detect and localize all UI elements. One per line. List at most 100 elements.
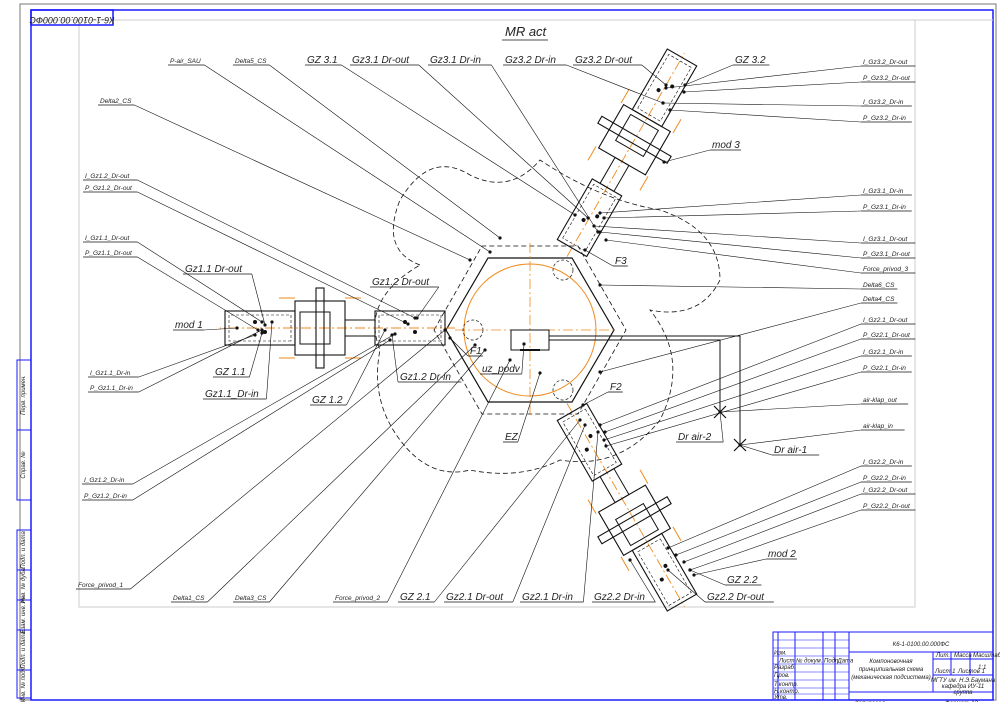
title-block-text: Масса (954, 653, 972, 659)
leader-dot (664, 83, 668, 87)
leader-dot (661, 101, 665, 105)
cylinder-outer (224, 310, 296, 346)
leader-line (418, 64, 589, 219)
title-block-text: Разраб. (774, 665, 796, 671)
callout-label: P_Gz2.1_Dr-out (863, 332, 911, 339)
leader-line (132, 339, 391, 501)
callout-label: P_Gz2.2_Dr-out (863, 503, 911, 510)
title-block-text: Лит. (935, 653, 950, 659)
leader-line (693, 558, 767, 576)
callout-label: I_Gz1.1_Dr-out (85, 235, 131, 242)
leader-line (137, 241, 263, 323)
callout-label: F2 (610, 382, 622, 393)
callout-label: P_Gz1.2_Dr-out (85, 185, 133, 192)
doc-number-rotated: К6-1-0100.00.000ФС (29, 15, 115, 25)
platform-outline-dashed (433, 245, 627, 415)
leader-line (684, 64, 734, 86)
joint-circle (462, 319, 484, 341)
callout-label: Delta4_CS (863, 296, 895, 303)
leader-line (137, 179, 416, 319)
title-block-text: (механическая подсистема) (851, 675, 931, 681)
leader-line (203, 327, 238, 331)
leader-line (517, 372, 541, 443)
leader-line (512, 424, 586, 603)
leader-dot (592, 224, 596, 228)
callout-label: P-air_SAU (170, 58, 201, 65)
title-block-text: 1:1 (978, 665, 986, 671)
cylinder-hatch (562, 183, 617, 252)
module-3 (556, 48, 698, 258)
callout-label: Force_privod_1 (78, 582, 124, 589)
leader-dot (598, 230, 602, 234)
leader-line (434, 419, 581, 603)
title-block-text: Н.контр. (774, 689, 799, 695)
leader-line (599, 323, 862, 426)
leader-dot (388, 338, 392, 342)
cylinder-hatch (378, 314, 442, 342)
leader-dot (415, 316, 419, 320)
orange-mark (639, 176, 649, 191)
sheet-border (19, 3, 997, 701)
orange-mark (672, 118, 682, 134)
leader-line (675, 481, 862, 556)
cylinder-outer (631, 532, 698, 612)
callout-label: Delta6_CS (863, 282, 895, 289)
callout-label: GZ 3.1 (307, 55, 338, 66)
cylinder-hatch (637, 538, 692, 606)
title-block-cell (932, 651, 994, 693)
callout-label: F1 (470, 346, 482, 357)
callout-label: I_Gz2.2_Dr-out (863, 487, 909, 494)
drawing-frame (30, 9, 994, 701)
title-block-text: кафедра ИУ-11 (942, 684, 985, 690)
leader-line (582, 391, 609, 406)
leader-line (662, 102, 862, 107)
leader-line (251, 273, 266, 326)
leader-dot (668, 108, 672, 112)
callout-label: I_Gz1.2_Dr-in (84, 477, 125, 484)
cylinder-hatch (562, 408, 617, 477)
leader-dot (598, 423, 602, 427)
leader-line (719, 411, 724, 443)
callout-label: P_Gz1.1_Dr-in (90, 385, 133, 392)
title-block-text: № докум. (796, 658, 822, 665)
callout-label: Gz1.2 Dr-in (400, 372, 451, 383)
title-block-text: Лист (778, 659, 794, 665)
flange-plate (315, 287, 325, 369)
callout-label: P_Gz3.2_Dr-out (863, 75, 911, 82)
air-line-1 (549, 335, 741, 445)
title-block-text: группа (953, 690, 973, 696)
leader-line (665, 65, 862, 89)
leader-line (593, 225, 862, 244)
callout-label: air-klap_in (863, 423, 893, 430)
leader-line (641, 64, 667, 86)
leader-dot (664, 86, 668, 90)
leader-dot (583, 248, 587, 252)
callout-label: I_Gz3.1_Dr-in (863, 188, 904, 195)
callout-label: Delta5_CS (235, 58, 267, 65)
piston (299, 311, 331, 345)
sensor-point (656, 88, 661, 93)
sensor-point (670, 84, 675, 89)
callout-label: I_Gz3.2_Dr-out (863, 59, 909, 66)
callout-label: P_Gz1.2_Dr-in (84, 493, 127, 500)
callout-label: P_Gz2.2_Dr-in (863, 475, 906, 482)
title-block-text: Масштаб (973, 653, 1000, 659)
leader-dot (270, 320, 274, 324)
title-block-text: принципиальная схема (859, 667, 924, 673)
leader-dot (538, 371, 542, 375)
module-axis (566, 52, 685, 257)
leader-line (689, 569, 726, 586)
title-block-text: Листов 1 (957, 669, 985, 675)
leader-line (629, 559, 656, 603)
leader-line (663, 149, 711, 163)
leader-dot (498, 236, 502, 240)
leader-dot (628, 558, 632, 562)
orange-mark (620, 556, 630, 572)
orange-mark (672, 526, 682, 542)
leader-line (739, 429, 862, 446)
leader-dot (583, 423, 587, 427)
leader-dot (393, 332, 397, 336)
title-block-text: Подп. (824, 659, 840, 665)
